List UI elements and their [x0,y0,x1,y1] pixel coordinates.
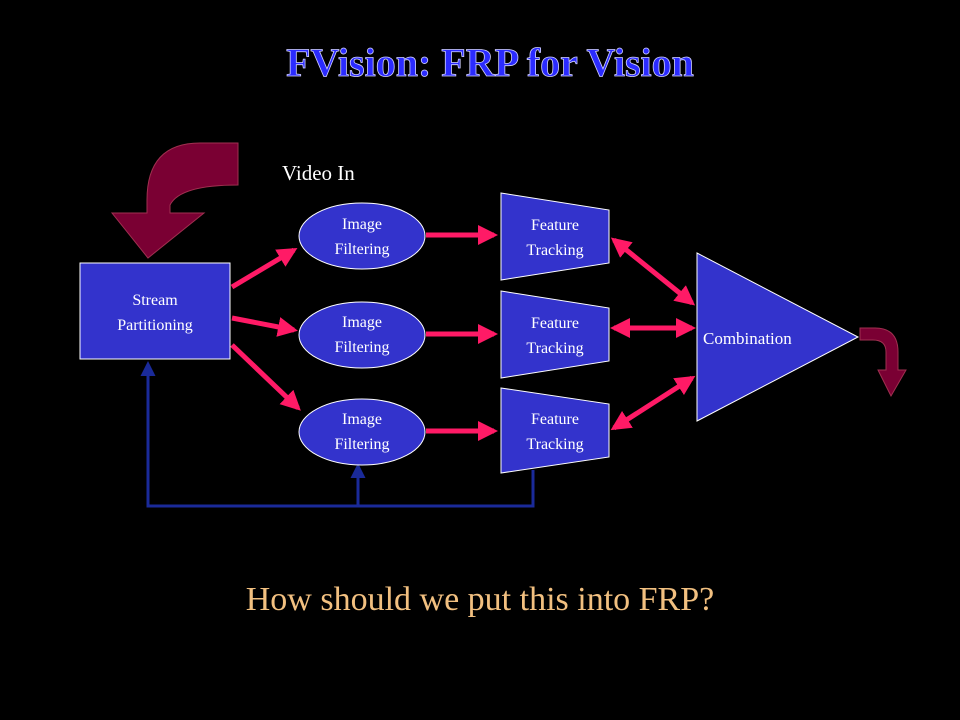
feature-tracker-label-2: Tracking [526,340,583,357]
combination-node: Combination [696,252,860,422]
feature-tracker-label-1: Feature [531,411,579,428]
feature-tracker-label-1: Feature [531,315,579,332]
slide-title: FVision: FRP for Vision [286,40,694,85]
image-filter-label-1: Image [342,411,382,428]
feature-tracker-label-2: Tracking [526,242,583,259]
image-filter-node: Image Filtering [298,301,426,369]
stream-partitioning-node: Stream Partitioning [79,262,231,360]
arrow-partition-to-filter-2 [231,315,298,337]
image-filter-label-2: Filtering [334,436,389,453]
feature-tracker-node: Feature Tracking [500,290,610,379]
image-filter-node: Image Filtering [298,398,426,466]
arrow-partition-to-filter-1 [230,247,298,290]
stream-partitioning-label-1: Stream [132,292,178,309]
question-text: How should we put this into FRP? [246,581,714,618]
combination-label: Combination [703,329,792,348]
feature-tracker-label-1: Feature [531,217,579,234]
curved-input-arrow-icon [110,142,239,259]
feature-tracker-node: Feature Tracking [500,192,610,281]
video-in-label: Video In [282,161,355,185]
image-filter-label-1: Image [342,216,382,233]
arrow-partition-to-filter-3 [230,343,301,411]
arrow-tracker-3-combination [610,375,696,431]
feedback-lines [140,361,535,508]
feature-tracker-label-2: Tracking [526,436,583,453]
image-filter-label-1: Image [342,314,382,331]
image-filter-label-2: Filtering [334,339,389,356]
feature-tracker-node: Feature Tracking [500,387,610,474]
stream-partitioning-label-2: Partitioning [117,317,193,334]
image-filter-node: Image Filtering [298,202,426,270]
arrow-tracker-1-combination [610,237,696,306]
flow-arrows [230,225,696,441]
curved-output-arrow-icon [859,327,907,398]
image-filter-label-2: Filtering [334,241,389,258]
